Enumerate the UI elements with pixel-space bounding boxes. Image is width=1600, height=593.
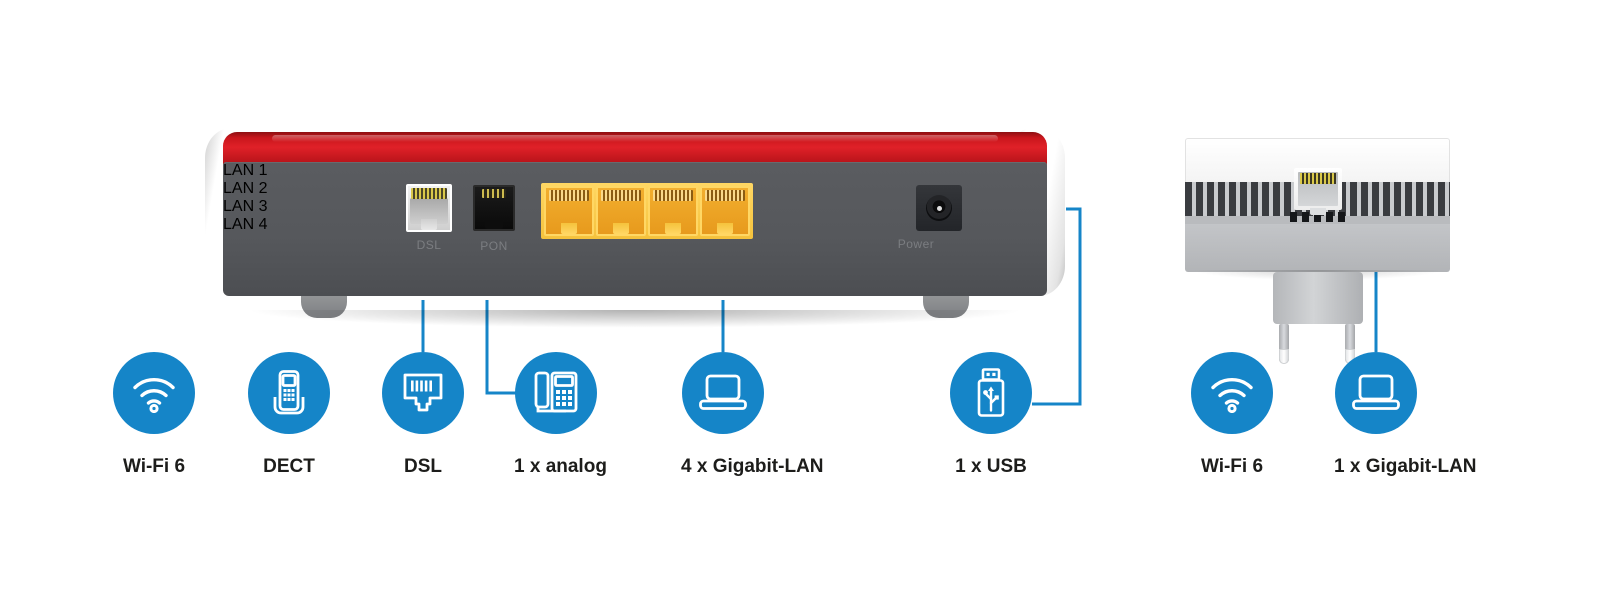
port-dsl[interactable]: DSL: [406, 184, 452, 252]
repeater-lan-jack[interactable]: [1293, 168, 1342, 215]
port-label-power: Power: [897, 237, 935, 251]
feature-icon-circle: [515, 352, 597, 434]
feature-label: Wi-Fi 6: [122, 456, 186, 477]
feature-analog[interactable]: 1 x analog: [514, 352, 607, 478]
feature-icon-circle: [682, 352, 764, 434]
wifi-icon: [133, 377, 175, 413]
router-chassis: DSL PON: [223, 162, 1047, 296]
rj45-jack-icon: [406, 184, 452, 232]
feature-label: 1 x analog: [514, 456, 607, 477]
feature-label: DSL: [404, 456, 442, 477]
feature-icon-circle: [1335, 352, 1417, 434]
port-label-lan2: LAN 2: [223, 180, 268, 197]
feature-gigabit-lan-repeater[interactable]: 1 x Gigabit-LAN: [1334, 352, 1477, 478]
rj11-jack-icon: [473, 185, 515, 231]
feature-label: 1 x USB: [955, 456, 1027, 477]
feature-dect[interactable]: DECT: [247, 352, 331, 478]
router-device: DSL PON: [205, 128, 1065, 328]
port-lan1[interactable]: [544, 186, 594, 236]
feature-icon-circle: [382, 352, 464, 434]
laptop-icon: [1352, 374, 1400, 410]
rj45-jack-icon: [403, 373, 443, 412]
lan-port-block: [541, 183, 753, 239]
feature-label: DECT: [263, 456, 315, 477]
port-label-lan4: LAN 4: [223, 216, 268, 233]
feature-icon-circle: [248, 352, 330, 434]
port-label-dsl: DSL: [416, 238, 442, 252]
feature-wifi6[interactable]: Wi-Fi 6: [112, 352, 196, 478]
laptop-icon: [699, 374, 747, 410]
usb-stick-icon: [977, 368, 1005, 417]
repeater-device: [1185, 138, 1450, 364]
cordless-phone-icon: [273, 370, 305, 415]
port-label-lan3: LAN 3: [223, 198, 268, 215]
port-label-lan1: LAN 1: [223, 162, 268, 179]
repeater-plug-body: [1272, 272, 1363, 324]
port-pon[interactable]: PON: [473, 185, 515, 253]
feature-label: 4 x Gigabit-LAN: [681, 456, 824, 477]
repeater-prong-left: [1279, 324, 1289, 364]
feature-label: Wi-Fi 6: [1200, 456, 1264, 477]
port-lan4[interactable]: [700, 186, 750, 236]
wifi-icon: [1211, 377, 1253, 413]
feature-gigabit-lan[interactable]: 4 x Gigabit-LAN: [681, 352, 824, 478]
port-lan3[interactable]: [648, 186, 698, 236]
desk-phone-icon: [534, 371, 578, 413]
feature-wifi6-repeater[interactable]: Wi-Fi 6: [1190, 352, 1274, 478]
feature-label: 1 x Gigabit-LAN: [1334, 456, 1477, 477]
port-lan2[interactable]: [596, 186, 646, 236]
repeater-lower-shell: [1185, 224, 1450, 272]
port-label-pon: PON: [480, 239, 508, 253]
feature-dsl[interactable]: DSL: [381, 352, 465, 478]
router-drop-shadow: [245, 310, 1025, 328]
repeater-vent-holes: [1289, 212, 1346, 222]
router-port-area: DSL PON: [223, 162, 1047, 296]
dc-barrel-icon: [916, 185, 962, 231]
feature-icon-circle: [113, 352, 195, 434]
feature-usb[interactable]: 1 x USB: [949, 352, 1033, 478]
feature-icon-circle: [1191, 352, 1273, 434]
feature-icon-circle: [950, 352, 1032, 434]
